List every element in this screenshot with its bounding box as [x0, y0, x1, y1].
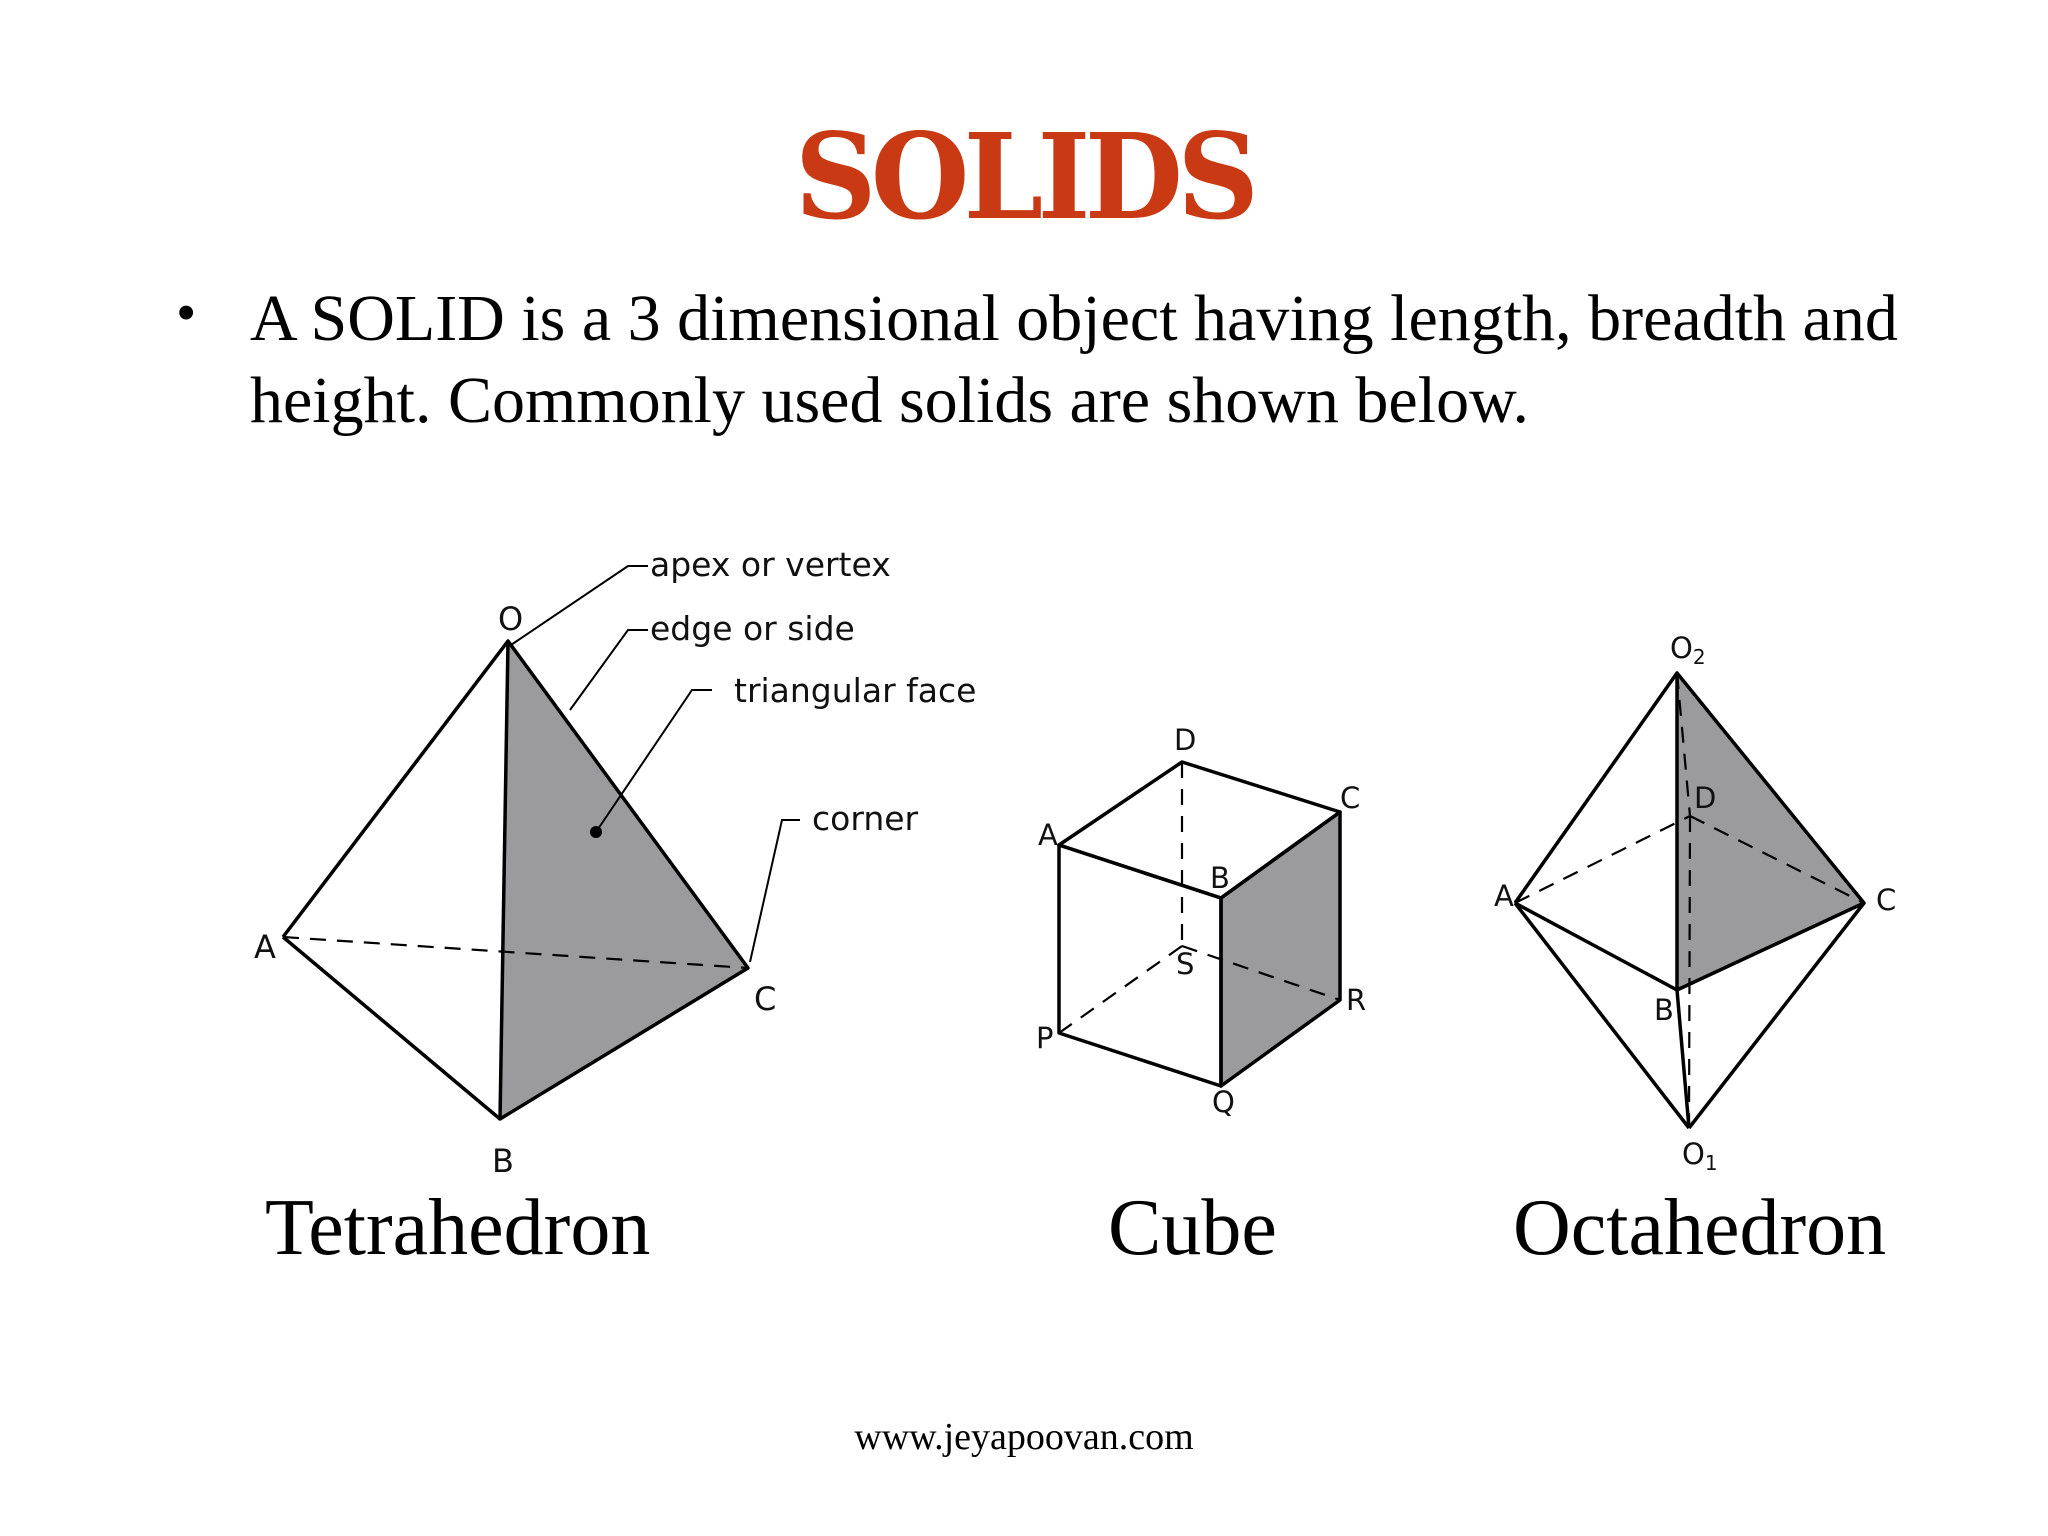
tetrahedron-caption: Tetrahedron	[265, 1184, 651, 1272]
cube-vertex-label-q: Q	[1212, 1085, 1235, 1119]
apex-leader-line	[507, 565, 648, 648]
octahedron-figure: O2 D A C B O1	[1494, 631, 1896, 1175]
tetrahedron-hidden-edge-ac	[282, 935, 749, 970]
tetrahedron-shaded-face	[498, 639, 750, 1121]
cube-figure: D C A B S R P Q	[1036, 723, 1366, 1119]
vertex-label-o: O	[498, 600, 523, 638]
octa-vertex-label-o1: O1	[1682, 1137, 1718, 1175]
face-annotation: triangular face	[734, 671, 976, 710]
bullet-text: A SOLID is a 3 dimensional object having…	[250, 282, 1898, 437]
footer-url: www.jeyapoovan.com	[854, 1416, 1194, 1458]
octahedron-hidden-edge-ad	[1514, 815, 1691, 904]
corner-annotation: corner	[812, 799, 919, 838]
octa-vertex-label-a: A	[1494, 879, 1514, 913]
octa-vertex-label-c: C	[1876, 883, 1896, 917]
octahedron-edge-co1	[1687, 901, 1866, 1130]
cube-vertex-label-r: R	[1346, 983, 1366, 1017]
vertex-label-b: B	[492, 1142, 514, 1180]
cube-hidden-edge-sp	[1058, 945, 1183, 1034]
octahedron-caption: Octahedron	[1513, 1184, 1887, 1272]
cube-front-face	[1057, 843, 1223, 1088]
bullet-marker: •	[176, 280, 197, 345]
tetrahedron-edge-oa	[281, 639, 510, 939]
cube-vertex-label-a: A	[1038, 818, 1058, 852]
octahedron-edge-ao1	[1513, 901, 1691, 1130]
apex-annotation: apex or vertex	[650, 545, 891, 584]
vertex-label-a: A	[254, 928, 276, 966]
octa-vertex-label-b: B	[1654, 993, 1674, 1027]
octahedron-hidden-edge-o2d	[1675, 672, 1692, 817]
tetrahedron-figure: apex or vertex edge or side triangular f…	[254, 545, 976, 1180]
octahedron-edge-o2a	[1513, 671, 1679, 905]
octa-vertex-label-o2: O2	[1670, 631, 1706, 669]
cube-vertex-label-p: P	[1036, 1021, 1054, 1055]
octahedron-edge-ab	[1514, 901, 1678, 992]
cube-vertex-label-s: S	[1176, 947, 1194, 981]
octa-vertex-label-d: D	[1694, 781, 1716, 815]
tetrahedron-edge-ab	[281, 935, 502, 1121]
cube-vertex-label-b: B	[1210, 861, 1230, 895]
octahedron-hidden-edge-dc	[1689, 815, 1865, 904]
cube-hidden-edge-sr	[1181, 944, 1341, 1002]
octahedron-shaded-face	[1675, 671, 1866, 992]
cube-caption: Cube	[1108, 1184, 1277, 1272]
slide-title: SOLIDS	[794, 107, 1259, 246]
cube-vertex-label-c: C	[1340, 781, 1360, 815]
octahedron-edge-bo1	[1675, 989, 1691, 1129]
edge-leader-line	[569, 629, 648, 711]
edge-annotation: edge or side	[650, 609, 855, 648]
corner-leader-line	[749, 819, 800, 963]
face-leader-line	[595, 689, 712, 833]
cube-vertex-label-d: D	[1174, 723, 1196, 757]
vertex-label-c: C	[754, 980, 776, 1018]
